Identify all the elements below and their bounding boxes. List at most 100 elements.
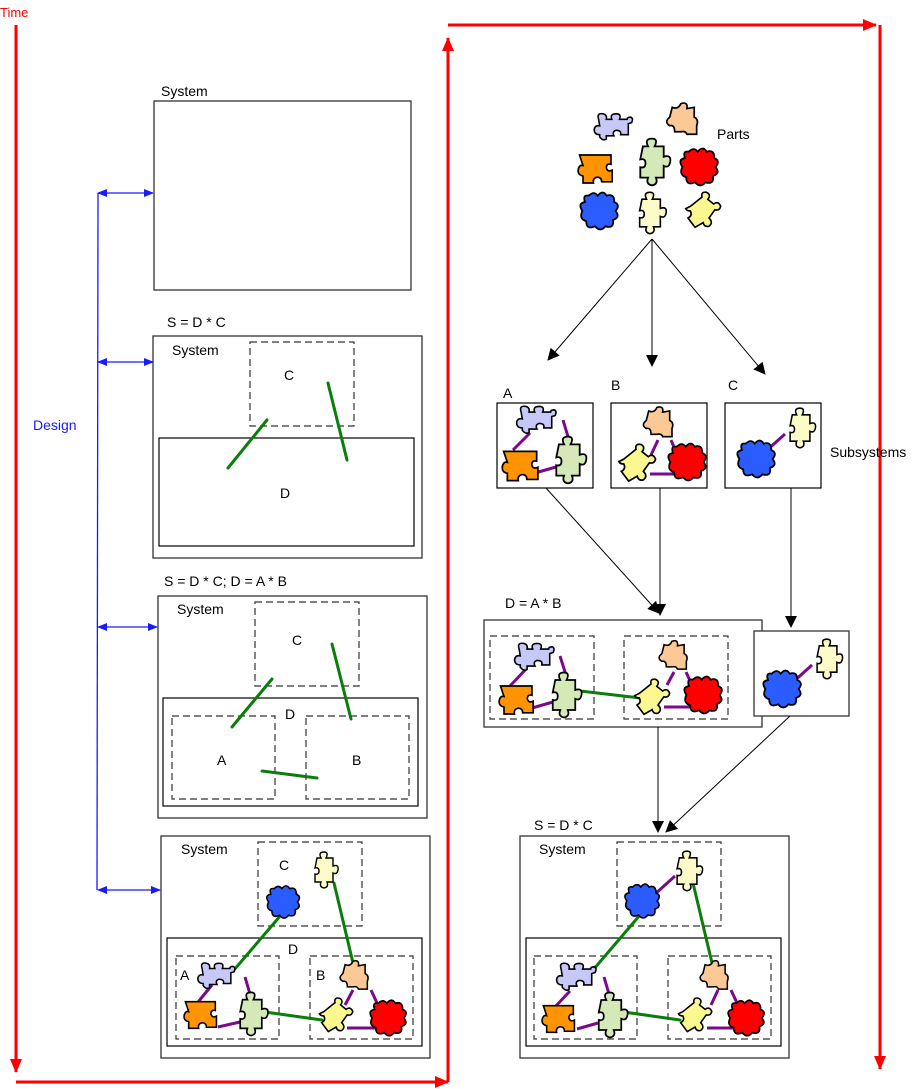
- stage1-system: System: [153, 83, 412, 291]
- interface-link: [263, 1010, 324, 1022]
- internal-link: [602, 976, 611, 995]
- stage4-subsystem-b-label: B: [316, 967, 325, 983]
- stage3-system: S = D * C; D = A * B System C D A B: [157, 573, 428, 819]
- final-system-label: System: [539, 841, 586, 857]
- stage2-subsystem-c-label: C: [284, 367, 294, 383]
- integration-arrows-1: [545, 487, 797, 628]
- stage4-system-label: System: [181, 841, 228, 857]
- stage1-system-box: [153, 100, 412, 291]
- puzzle-piece-blue: [762, 669, 802, 709]
- puzzle-piece-peach: [665, 102, 699, 136]
- internal-link: [665, 671, 676, 686]
- stage3-subsystem-a-box: [171, 715, 276, 800]
- puzzle-piece-orange: [498, 685, 534, 715]
- d-subsystem-b-box: [623, 635, 729, 720]
- stage4-subsystem-c-label: C: [279, 857, 289, 873]
- integration-arrows-2: [652, 715, 791, 833]
- stage4-subsystem-c-box: [257, 841, 363, 927]
- subsystem-c-label: C: [728, 377, 738, 393]
- internal-link: [511, 431, 532, 452]
- puzzle-piece-red: [727, 999, 765, 1037]
- design-axis: [96, 189, 161, 894]
- arrow-a-to-d: [545, 487, 660, 614]
- parts-label: Parts: [717, 126, 750, 142]
- stage4-subsystem-d-label: D: [288, 941, 298, 957]
- arrow-c-to-system: [665, 715, 791, 833]
- interface-link: [332, 881, 355, 965]
- stage3-system-label: System: [177, 601, 224, 617]
- stage4-subsystem-a-box: [175, 955, 280, 1040]
- design-axis-label: Design: [33, 417, 77, 433]
- parts-cluster: Parts: [577, 102, 750, 235]
- time-axis: [10, 19, 886, 1088]
- puzzle-piece-yellow: [684, 191, 722, 229]
- stage2-subsystem-d-label: D: [280, 485, 290, 501]
- interface-link: [591, 913, 642, 972]
- design-axis-line: [96, 192, 99, 891]
- subsystem-d: D = A * B: [483, 595, 763, 728]
- puzzle-piece-red: [667, 442, 707, 482]
- stage3-interface-link: [230, 677, 274, 729]
- stage3-subsystem-b-box: [305, 715, 410, 800]
- stage4-subsystem-b-box: [309, 955, 414, 1040]
- internal-link: [709, 989, 720, 1006]
- stage2-system: S = D * C System C D: [152, 314, 423, 559]
- interface-link: [578, 689, 642, 700]
- stage3-interface-link: [330, 642, 353, 721]
- interface-link: [622, 1010, 682, 1022]
- arrow-parts-to-a: [547, 238, 653, 361]
- subsystem-a-label: A: [503, 385, 513, 401]
- puzzle-piece-blue: [265, 885, 301, 919]
- puzzle-piece-orange: [183, 1000, 218, 1030]
- arrow-parts-to-c: [651, 238, 766, 375]
- stage3-equation: S = D * C; D = A * B: [164, 573, 287, 589]
- subsystem-b: B: [610, 377, 708, 489]
- decomposition-arrows: [547, 238, 766, 375]
- internal-link: [531, 700, 554, 710]
- puzzle-piece-lavender: [593, 112, 634, 141]
- d-subsystem-a-box: [489, 635, 595, 720]
- stage3-subsystem-b-label: B: [352, 752, 361, 768]
- internal-link: [369, 989, 379, 1004]
- subsystems-label: Subsystems: [830, 444, 906, 460]
- puzzle-piece-blue: [624, 883, 661, 919]
- stage2-equation: S = D * C: [167, 314, 226, 330]
- stage1-system-label: System: [161, 83, 208, 99]
- puzzle-piece-orange: [577, 154, 613, 184]
- internal-link: [649, 439, 660, 456]
- internal-link: [217, 1020, 241, 1029]
- puzzle-piece-sage: [639, 137, 672, 187]
- stage3-subsystem-a-label: A: [217, 752, 227, 768]
- stage4-system: System C D A B: [160, 835, 431, 1059]
- puzzle-piece-red: [679, 147, 719, 187]
- stage2-interface-link: [326, 381, 349, 462]
- subsystem-b-label: B: [611, 377, 620, 393]
- puzzle-piece-orange: [501, 450, 539, 482]
- internal-link: [343, 989, 355, 1006]
- internal-link: [576, 1021, 599, 1031]
- internal-link: [243, 976, 252, 995]
- final-equation: S = D * C: [534, 817, 593, 833]
- final-subsystem-a-box: [533, 955, 638, 1040]
- internal-link: [729, 989, 739, 1004]
- stage3-subsystem-c-box: [254, 601, 360, 687]
- internal-link: [652, 874, 677, 897]
- subsystem-c: C Subsystems: [724, 377, 906, 489]
- stage3-subsystem-c-label: C: [292, 632, 302, 648]
- subsystem-a: A: [496, 385, 594, 489]
- interface-link: [232, 913, 283, 972]
- stage2-subsystem-d-box: [158, 437, 415, 547]
- final-system: S = D * C System: [519, 817, 790, 1059]
- d-equation: D = A * B: [505, 595, 561, 611]
- puzzle-piece-red: [683, 675, 723, 715]
- interface-link: [691, 881, 714, 965]
- puzzle-piece-cream: [638, 191, 668, 235]
- stage4-subsystem-a-label: A: [180, 967, 190, 983]
- puzzle-piece-orange: [541, 1004, 576, 1034]
- puzzle-piece-blue: [736, 439, 776, 479]
- stage3-subsystem-d-label: D: [285, 706, 295, 722]
- time-axis-label: Time: [0, 5, 28, 20]
- puzzle-piece-blue: [579, 191, 619, 231]
- final-subsystem-b-box: [667, 955, 772, 1040]
